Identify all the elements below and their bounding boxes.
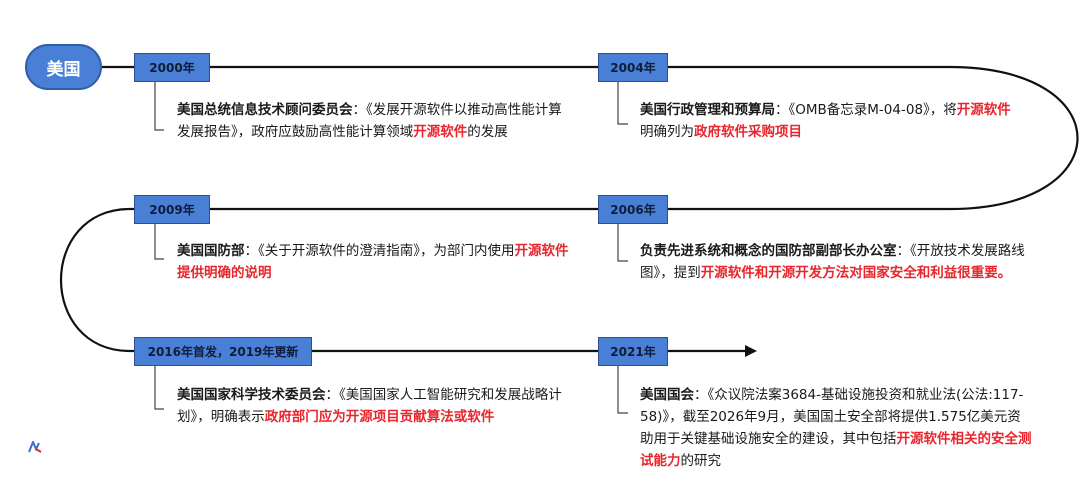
timeline-arrowhead [745,345,757,357]
entry-2009: 美国国防部：《关于开源软件的澄清指南》，为部门内使用开源软件提供明确的说明 [177,240,569,284]
entry-2004: 美国行政管理和预算局：《OMB备忘录M-04-08》，将开源软件明确列为政府软件… [640,99,1022,143]
entry-text: ：《OMB备忘录M-04-08》，将 [775,102,957,118]
entry-org: 美国行政管理和预算局 [640,102,775,118]
entry-org: 负责先进系统和概念的国防部副部长办公室 [640,243,897,259]
entry-text: ：《众议院法案3684-基础设施投资和就业法(公法:117-58)》，截至202… [640,387,1024,447]
entry-2000: 美国总统信息技术顾问委员会：《发展开源软件以推动高性能计算发展报告》，政府应鼓励… [177,99,565,143]
entry-text: ：《开放技术发展路线图》，提到 [640,243,1025,281]
entry-org: 美国总统信息技术顾问委员会 [177,102,353,118]
year-tag-2016-2019: 2016年首发，2019年更新 [134,337,312,366]
entry-org: 美国国防部 [177,243,245,259]
entry-text: 的研究 [680,453,722,469]
country-label: 美国 [25,44,102,90]
entry-2006: 负责先进系统和概念的国防部副部长办公室：《开放技术发展路线图》，提到开源软件和开… [640,240,1030,284]
entry-highlight: 开源软件 [956,102,1011,118]
entry-highlight: 开源软件 [413,124,468,140]
entry-highlight: 政府软件采购项目 [694,124,802,140]
year-tag-2000: 2000年 [134,53,210,82]
year-tag-2009: 2009年 [134,195,210,224]
entry-2016-2019: 美国国家科学技术委员会：《美国国家人工智能研究和发展战略计划》，明确表示政府部门… [177,384,567,428]
entry-org: 美国国会 [640,387,694,403]
year-tag-2004: 2004年 [598,53,668,82]
timeline-line [60,65,1079,353]
year-tag-2021: 2021年 [598,337,668,366]
entry-connectors [154,82,628,414]
entry-text: ：《关于开源软件的澄清指南》，为部门内使用 [244,243,515,259]
entry-text: ：《发展开源软件以推动高性能计算发展报告》，政府应鼓励高性能计算领域 [177,102,562,140]
entry-org: 美国国家科学技术委员会 [177,387,326,403]
logo-icon [28,441,42,453]
year-tag-2006: 2006年 [598,195,668,224]
entry-2021: 美国国会：《众议院法案3684-基础设施投资和就业法(公法:117-58)》，截… [640,384,1032,472]
entry-highlight: 开源软件相关的安全测试能力 [640,431,1032,469]
entry-text: ：《美国国家人工智能研究和发展战略计划》，明确表示 [177,387,562,425]
entry-highlight: 开源软件提供明确的说明 [177,243,569,281]
entry-text: 明确列为 [640,124,694,140]
entry-highlight: 开源软件和开源开发方法对国家安全和利益很重要。 [700,265,1012,281]
entry-highlight: 政府部门应为开源项目贡献算法或软件 [264,409,495,425]
entry-text: 的发展 [467,124,508,140]
